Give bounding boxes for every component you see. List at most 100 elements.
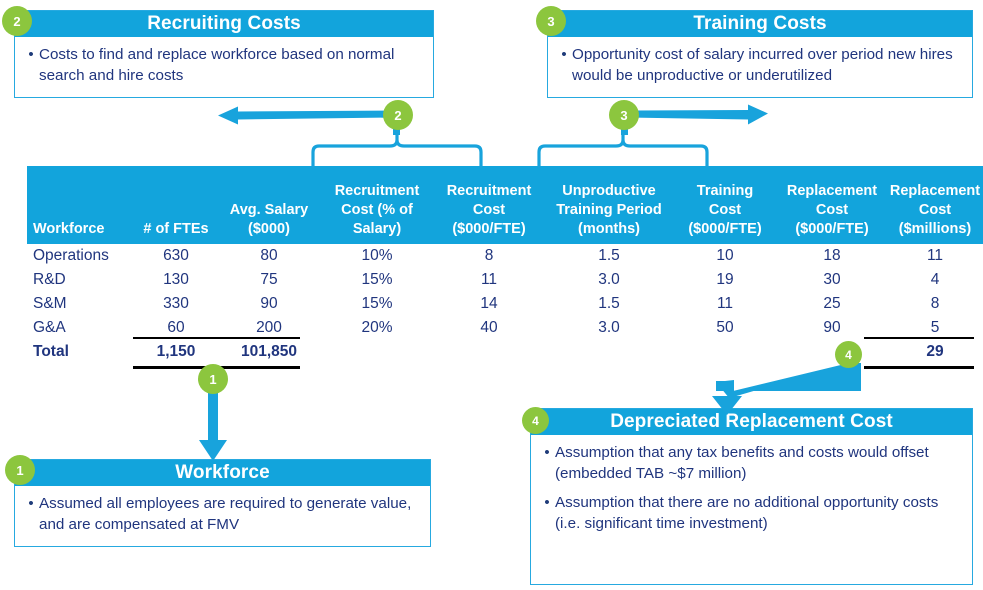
table-header-row: Workforce # of FTEs Avg. Salary ($000) R…	[27, 166, 983, 244]
connector-head-depreciated	[716, 380, 734, 404]
rule-subtotal-left	[133, 337, 300, 339]
connector-elbow-body	[716, 363, 861, 397]
cell-training-cost: 19	[716, 271, 734, 288]
cell-recruitment-pct: 20%	[361, 319, 393, 336]
badge-connector-workforce: 1	[198, 364, 228, 394]
table-total-row: Total 1,150 101,850 29	[27, 340, 983, 364]
cell-ftes: 330	[163, 295, 189, 312]
badge-depreciated: 4	[522, 407, 549, 434]
badge-label: 4	[845, 347, 852, 362]
cell-total-blank	[777, 340, 887, 364]
cell-total-ftes: 1,150	[156, 343, 196, 360]
bullet-dot-icon: •	[544, 494, 550, 511]
badge-label: 1	[16, 462, 24, 478]
bullet-item: • Opportunity cost of salary incurred ov…	[556, 44, 962, 86]
cell-replacement-cost-millions: 8	[930, 295, 940, 312]
cell-avg-salary: 75	[260, 271, 278, 288]
cell-total-avg-salary: 101,850	[240, 343, 298, 360]
callout-training-body: • Opportunity cost of salary incurred ov…	[548, 37, 972, 94]
badge-recruiting: 2	[2, 6, 32, 36]
table-row: S&M 330 90 15% 14 1.5 11 25 8	[27, 292, 983, 316]
col-head-recruitment-pct: Recruitment Cost (% of Salary)	[321, 166, 433, 244]
cell-unproductive-period: 1.5	[598, 247, 620, 264]
cell-workforce: Operations	[33, 247, 109, 264]
bullet-dot-icon: •	[561, 46, 567, 63]
col-head-avg-salary: Avg. Salary ($000)	[217, 166, 321, 244]
cell-total-blank	[545, 340, 673, 364]
cell-recruitment-cost: 14	[480, 295, 498, 312]
badge-connector-training: 3	[609, 100, 639, 130]
badge-label: 2	[13, 13, 21, 29]
workforce-cost-table: Workforce # of FTEs Avg. Salary ($000) R…	[27, 166, 983, 364]
col-head-unproductive-period: Unproductive Training Period (months)	[545, 166, 673, 244]
cell-workforce: R&D	[33, 271, 66, 288]
cell-total-blank	[433, 340, 545, 364]
cell-avg-salary: 200	[256, 319, 282, 336]
bullet-text: Assumption that there are no additional …	[555, 494, 939, 532]
callout-depreciated-replacement-cost: Depreciated Replacement Cost • Assumptio…	[530, 408, 973, 585]
cell-training-cost: 10	[716, 247, 734, 264]
cell-ftes: 130	[163, 271, 189, 288]
bullet-text: Opportunity cost of salary incurred over…	[572, 46, 953, 84]
badge-label: 3	[620, 107, 628, 123]
col-head-workforce: Workforce	[27, 166, 135, 244]
cell-recruitment-cost: 8	[484, 247, 494, 264]
bullet-item: • Assumption that any tax benefits and c…	[539, 442, 962, 484]
callout-workforce-title: Workforce	[15, 460, 430, 486]
cell-replacement-cost-millions: 11	[926, 247, 944, 264]
bullet-item: • Assumed all employees are required to …	[23, 493, 420, 535]
cell-recruitment-pct: 15%	[361, 271, 393, 288]
cell-replacement-cost-fte: 25	[823, 295, 841, 312]
bullet-dot-icon: •	[28, 46, 34, 63]
badge-label: 3	[547, 13, 555, 29]
rule-subtotal-right	[864, 337, 974, 339]
bullet-item: • Costs to find and replace workforce ba…	[23, 44, 423, 86]
col-head-replacement-cost-fte: Replacement Cost ($000/FTE)	[777, 166, 887, 244]
badge-label: 4	[532, 413, 539, 428]
callout-workforce: Workforce • Assumed all employees are re…	[14, 459, 431, 547]
cell-ftes: 630	[163, 247, 189, 264]
cell-training-cost: 11	[716, 295, 734, 312]
table-row: R&D 130 75 15% 11 3.0 19 30 4	[27, 268, 983, 292]
cell-ftes: 60	[167, 319, 185, 336]
badge-connector-recruiting: 2	[383, 100, 413, 130]
cell-workforce: G&A	[33, 319, 66, 336]
bullet-text: Costs to find and replace workforce base…	[39, 46, 395, 84]
bullet-item: • Assumption that there are no additiona…	[539, 492, 962, 534]
callout-training-title: Training Costs	[548, 11, 972, 37]
connector-arrow-depreciated	[729, 366, 860, 396]
bracket-recruitment	[311, 132, 483, 168]
cell-unproductive-period: 1.5	[598, 295, 620, 312]
cell-replacement-cost-fte: 18	[823, 247, 841, 264]
cell-replacement-cost-millions: 5	[930, 319, 940, 336]
col-head-ftes: # of FTEs	[135, 166, 217, 244]
col-head-training-cost: Training Cost ($000/FTE)	[673, 166, 777, 244]
connector-arrow-recruiting	[218, 106, 396, 125]
callout-depreciated-title: Depreciated Replacement Cost	[531, 409, 972, 435]
cell-unproductive-period: 3.0	[598, 271, 620, 288]
connector-arrow-training	[627, 104, 768, 125]
cell-recruitment-cost: 40	[480, 319, 498, 336]
col-head-recruitment-cost: Recruitment Cost ($000/FTE)	[433, 166, 545, 244]
rule-total-right	[864, 366, 974, 369]
badge-label: 2	[394, 107, 402, 123]
connector-elbow-depreciated	[721, 363, 861, 391]
cell-avg-salary: 80	[260, 247, 278, 264]
badge-connector-depreciated: 4	[835, 341, 862, 368]
cell-replacement-cost-fte: 90	[823, 319, 841, 336]
cell-total-label: Total	[33, 343, 69, 360]
cell-total-replacement-millions: 29	[926, 343, 944, 360]
cell-recruitment-cost: 11	[480, 271, 498, 288]
callout-recruiting-body: • Costs to find and replace workforce ba…	[15, 37, 433, 94]
callout-training-costs: Training Costs • Opportunity cost of sal…	[547, 10, 973, 98]
table-row: Operations 630 80 10% 8 1.5 10 18 11	[27, 244, 983, 268]
cell-training-cost: 50	[716, 319, 734, 336]
callout-depreciated-body: • Assumption that any tax benefits and c…	[531, 435, 972, 542]
cell-total-blank	[321, 340, 433, 364]
cell-avg-salary: 90	[260, 295, 278, 312]
table-body: Operations 630 80 10% 8 1.5 10 18 11 R&D…	[27, 244, 983, 364]
bracket-training	[537, 132, 709, 168]
bullet-dot-icon: •	[28, 495, 34, 512]
callout-workforce-body: • Assumed all employees are required to …	[15, 486, 430, 543]
